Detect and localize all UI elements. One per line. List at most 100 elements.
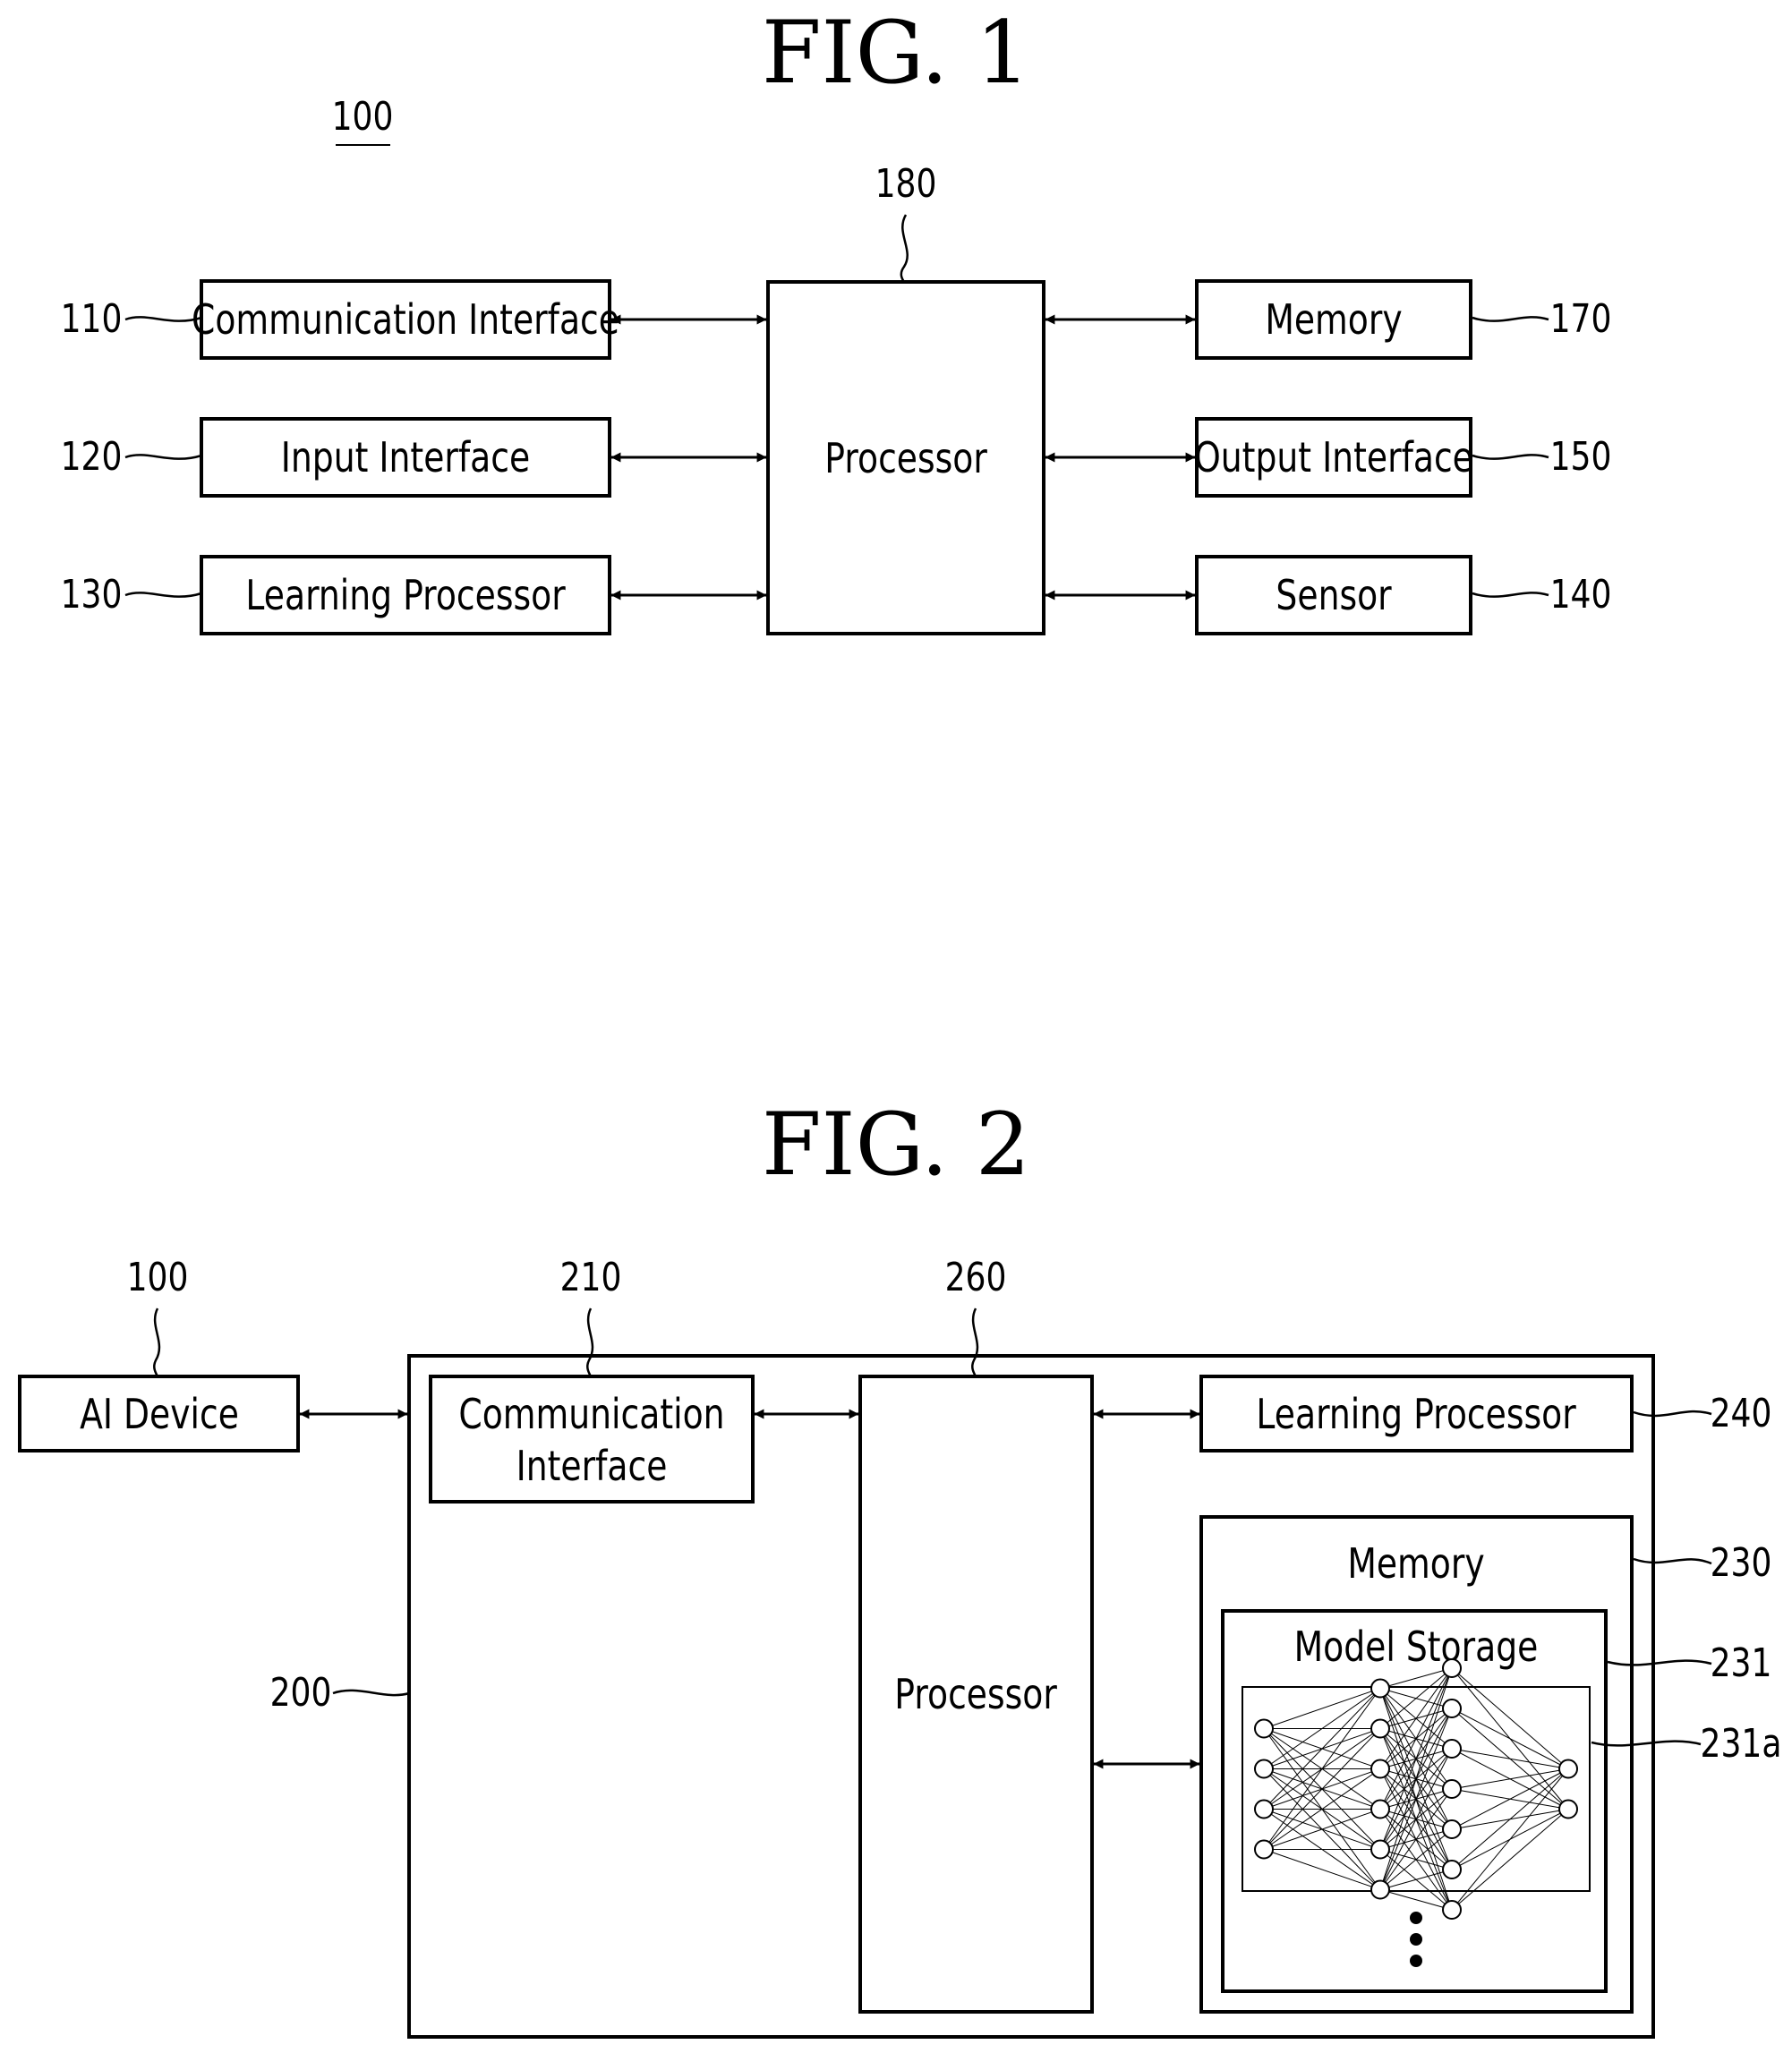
nn-edge (1380, 1668, 1452, 1850)
fig1-diagram: FIG. 1 100 Processor 180 Communication I… (61, 3, 1612, 634)
fig2-model-storage-leader (1608, 1661, 1711, 1665)
fig2-memory-leader (1634, 1559, 1711, 1563)
fig2-ai-device-label: AI Device (80, 1390, 239, 1438)
fig1-output-interface-label: Output Interface (1194, 433, 1473, 481)
fig1-sensor-label: Sensor (1276, 571, 1392, 619)
nn-edge (1380, 1708, 1452, 1890)
fig1-memory-leader (1472, 317, 1549, 320)
nn-edge (1452, 1668, 1568, 1769)
fig1-memory-label: Memory (1265, 295, 1402, 344)
nn-edge (1264, 1850, 1380, 1890)
fig1-sensor-leader (1472, 592, 1549, 596)
fig2-memory-label: Memory (1347, 1539, 1484, 1588)
nn-node (1371, 1760, 1389, 1778)
nn-edge (1452, 1708, 1568, 1769)
fig2-neural-network (1255, 1659, 1577, 1919)
nn-node (1443, 1740, 1461, 1758)
fig1-output-interface-ref: 150 (1550, 435, 1612, 480)
fig2-processor-label: Processor (894, 1670, 1057, 1718)
fig1-title: FIG. 1 (762, 3, 1030, 103)
fig1-communication-interface-label: Communication Interface (192, 295, 619, 344)
nn-node (1371, 1720, 1389, 1738)
nn-edge (1380, 1789, 1452, 1890)
fig2-communication-interface-label-line2: Interface (516, 1442, 668, 1490)
nn-node (1559, 1760, 1577, 1778)
fig2-ellipsis-dot (1410, 1955, 1422, 1967)
nn-edge (1380, 1668, 1452, 1729)
fig2-learning-processor-label: Learning Processor (1256, 1390, 1576, 1438)
fig1-communication-interface: Communication Interface 110 (61, 281, 766, 358)
fig2-learning-processor-leader (1634, 1411, 1711, 1416)
fig1-input-interface: Input Interface 120 (61, 419, 766, 496)
fig2-processor-ref: 260 (945, 1256, 1007, 1300)
nn-node (1255, 1801, 1273, 1819)
nn-edge (1452, 1769, 1568, 1830)
fig1-input-interface-label: Input Interface (281, 433, 530, 481)
fig1-sensor: Sensor 140 (1045, 557, 1611, 634)
nn-node (1443, 1861, 1461, 1878)
fig1-output-interface-leader (1472, 455, 1549, 458)
nn-edge (1264, 1689, 1380, 1729)
nn-node (1371, 1801, 1389, 1819)
fig2-communication-interface-leader (587, 1308, 593, 1376)
nn-edge (1264, 1689, 1380, 1810)
fig2-title: FIG. 2 (762, 1095, 1030, 1195)
nn-edge (1380, 1870, 1452, 1890)
fig1-memory: Memory 170 (1045, 281, 1611, 358)
nn-edge (1380, 1829, 1452, 1890)
nn-node (1255, 1720, 1273, 1738)
fig2-ai-device-ref: 100 (127, 1256, 189, 1300)
fig2-model-storage-ref: 231 (1711, 1641, 1772, 1686)
fig1-output-interface: Output Interface 150 (1045, 419, 1611, 496)
fig2-communication-interface-label-line1: Communication (458, 1390, 724, 1438)
nn-edge (1452, 1810, 1568, 1911)
nn-edge (1452, 1769, 1568, 1911)
fig2-communication-interface-ref: 210 (560, 1256, 622, 1300)
fig1-sensor-ref: 140 (1550, 573, 1612, 618)
fig2-memory-ref: 230 (1711, 1541, 1772, 1586)
fig2-processor-leader (972, 1308, 977, 1376)
fig1-processor-ref: 180 (875, 162, 937, 207)
fig1-processor-label: Processor (824, 434, 987, 482)
fig1-input-interface-leader (125, 455, 201, 458)
fig1-device-ref: 100 (332, 95, 394, 140)
nn-node (1443, 1659, 1461, 1677)
nn-node (1443, 1699, 1461, 1717)
fig1-memory-ref: 170 (1550, 297, 1612, 342)
fig1-communication-interface-leader (125, 317, 201, 320)
nn-edge (1380, 1890, 1452, 1911)
nn-edge (1380, 1668, 1452, 1890)
fig2-model-ref: 231a (1701, 1722, 1782, 1767)
nn-edge (1452, 1749, 1568, 1769)
fig2-ellipsis-dot (1410, 1912, 1422, 1924)
fig1-input-interface-ref: 120 (61, 435, 123, 480)
fig2-diagram: FIG. 2 AI Device 100 200 Communication I… (20, 1095, 1781, 2037)
fig2-ai-device-leader (154, 1308, 159, 1376)
fig2-learning-processor-ref: 240 (1711, 1392, 1772, 1436)
fig1-learning-processor: Learning Processor 130 (61, 557, 766, 634)
nn-node (1443, 1901, 1461, 1919)
fig1-learning-processor-label: Learning Processor (245, 571, 566, 619)
nn-node (1559, 1801, 1577, 1819)
fig1-processor-leader (901, 215, 908, 282)
nn-edge (1452, 1769, 1568, 1870)
nn-edge (1380, 1749, 1452, 1890)
nn-node (1371, 1881, 1389, 1899)
fig2-ellipsis-dot (1410, 1933, 1422, 1946)
nn-node (1443, 1780, 1461, 1798)
fig2-server-leader (333, 1691, 409, 1695)
nn-edge (1380, 1668, 1452, 1689)
fig2-model-leader (1591, 1742, 1701, 1746)
nn-edge (1452, 1769, 1568, 1790)
nn-edge (1380, 1668, 1452, 1769)
nn-node (1371, 1841, 1389, 1859)
nn-node (1371, 1680, 1389, 1698)
fig2-server-ref: 200 (270, 1671, 332, 1716)
fig2-model-storage-label: Model Storage (1294, 1623, 1539, 1671)
nn-node (1255, 1760, 1273, 1778)
nn-edge (1380, 1668, 1452, 1810)
nn-node (1255, 1841, 1273, 1859)
fig1-learning-processor-leader (125, 592, 201, 596)
fig1-communication-interface-ref: 110 (61, 297, 123, 342)
